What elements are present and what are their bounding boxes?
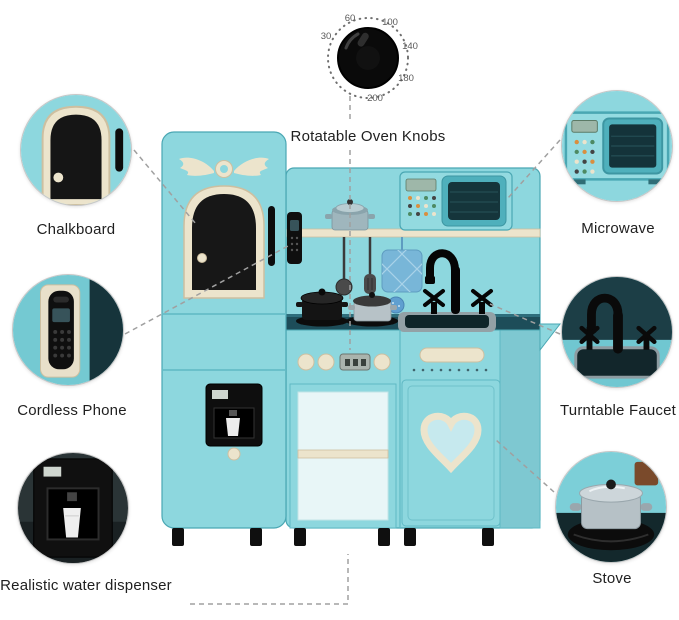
kitchen-legs [294, 528, 494, 546]
wings-emblem [179, 157, 269, 178]
sink-cabinet [401, 347, 501, 527]
cross-handle-icon [636, 325, 657, 350]
oven-knob-2 [317, 353, 335, 371]
chalkboard-callout-photo [20, 94, 132, 206]
stove-callout-photo [555, 451, 667, 563]
label-rotatable-oven-knobs: Rotatable Oven Knobs [290, 128, 446, 145]
sink-unit [398, 249, 496, 332]
spatula-icon [364, 274, 376, 294]
ruler-dots [412, 368, 488, 372]
label-stove: Stove [592, 570, 632, 587]
microwave-keypad [408, 196, 436, 216]
cup-icon [63, 508, 81, 538]
microwave-screen [405, 178, 437, 192]
microwave-unit [399, 171, 513, 231]
faucet-handle-left [423, 289, 445, 314]
turntable-faucet-callout-photo [561, 276, 673, 388]
stove-burners [296, 288, 398, 327]
oven-knob-1 [297, 353, 315, 371]
cordless-phone-unit [287, 212, 302, 264]
svg-text:100: 100 [382, 17, 398, 28]
water-dispenser-callout-photo [17, 452, 129, 564]
cordless-phone-callout-photo [12, 274, 124, 386]
hanging-utensils [335, 237, 376, 296]
label-cordless-phone: Cordless Phone [17, 402, 127, 419]
black-pot [296, 288, 348, 320]
kitchen-illustration-wrap [148, 118, 568, 555]
door-knob [197, 253, 207, 263]
faucet-handle-right [471, 289, 493, 314]
microwave-callout-photo [561, 90, 673, 202]
label-microwave: Microwave [581, 220, 655, 237]
tower-legs [172, 528, 262, 546]
vent-handle [419, 347, 485, 363]
oven-knob-3 [373, 353, 391, 371]
fridge-tower [161, 131, 287, 546]
cross-handle-icon [579, 325, 600, 350]
fridge-handle [268, 206, 275, 266]
oven-knob-dial: 30 60 100 140 180 200 [321, 13, 418, 104]
heart-window-door [401, 379, 501, 527]
dial-tick-ring [327, 17, 409, 99]
leader-water-dispenser [190, 554, 349, 605]
ladle-icon [335, 278, 353, 296]
svg-text:60: 60 [345, 13, 356, 24]
water-dispenser-unit [205, 383, 263, 461]
svg-text:180: 180 [398, 73, 414, 84]
label-chalkboard: Chalkboard [36, 221, 116, 238]
side-shelf-bracket [539, 323, 562, 352]
dial-numbers: 30 60 100 140 180 200 [321, 13, 418, 104]
dispenser-cup [226, 418, 240, 436]
handle-icon [115, 128, 124, 172]
svg-text:30: 30 [321, 31, 332, 42]
label-turntable-faucet: Turntable Faucet [559, 402, 677, 419]
toy-kitchen-illustration [161, 131, 562, 546]
open-shelves [289, 383, 397, 529]
utensil-crock-icon [634, 452, 659, 486]
steel-pot [348, 292, 397, 322]
svg-text:140: 140 [402, 41, 418, 52]
oven-mitt [381, 237, 423, 314]
heart-window [420, 412, 482, 474]
dispenser-knob [227, 447, 241, 461]
oven-control-panel [297, 353, 391, 371]
oven-knob-callout: 30 60 100 140 180 200 [296, 0, 440, 121]
turntable-faucet-unit [423, 249, 493, 314]
svg-text:200: 200 [367, 93, 383, 104]
knob-pointer [357, 32, 369, 47]
label-water-dispenser: Realistic water dispenser [0, 577, 172, 594]
